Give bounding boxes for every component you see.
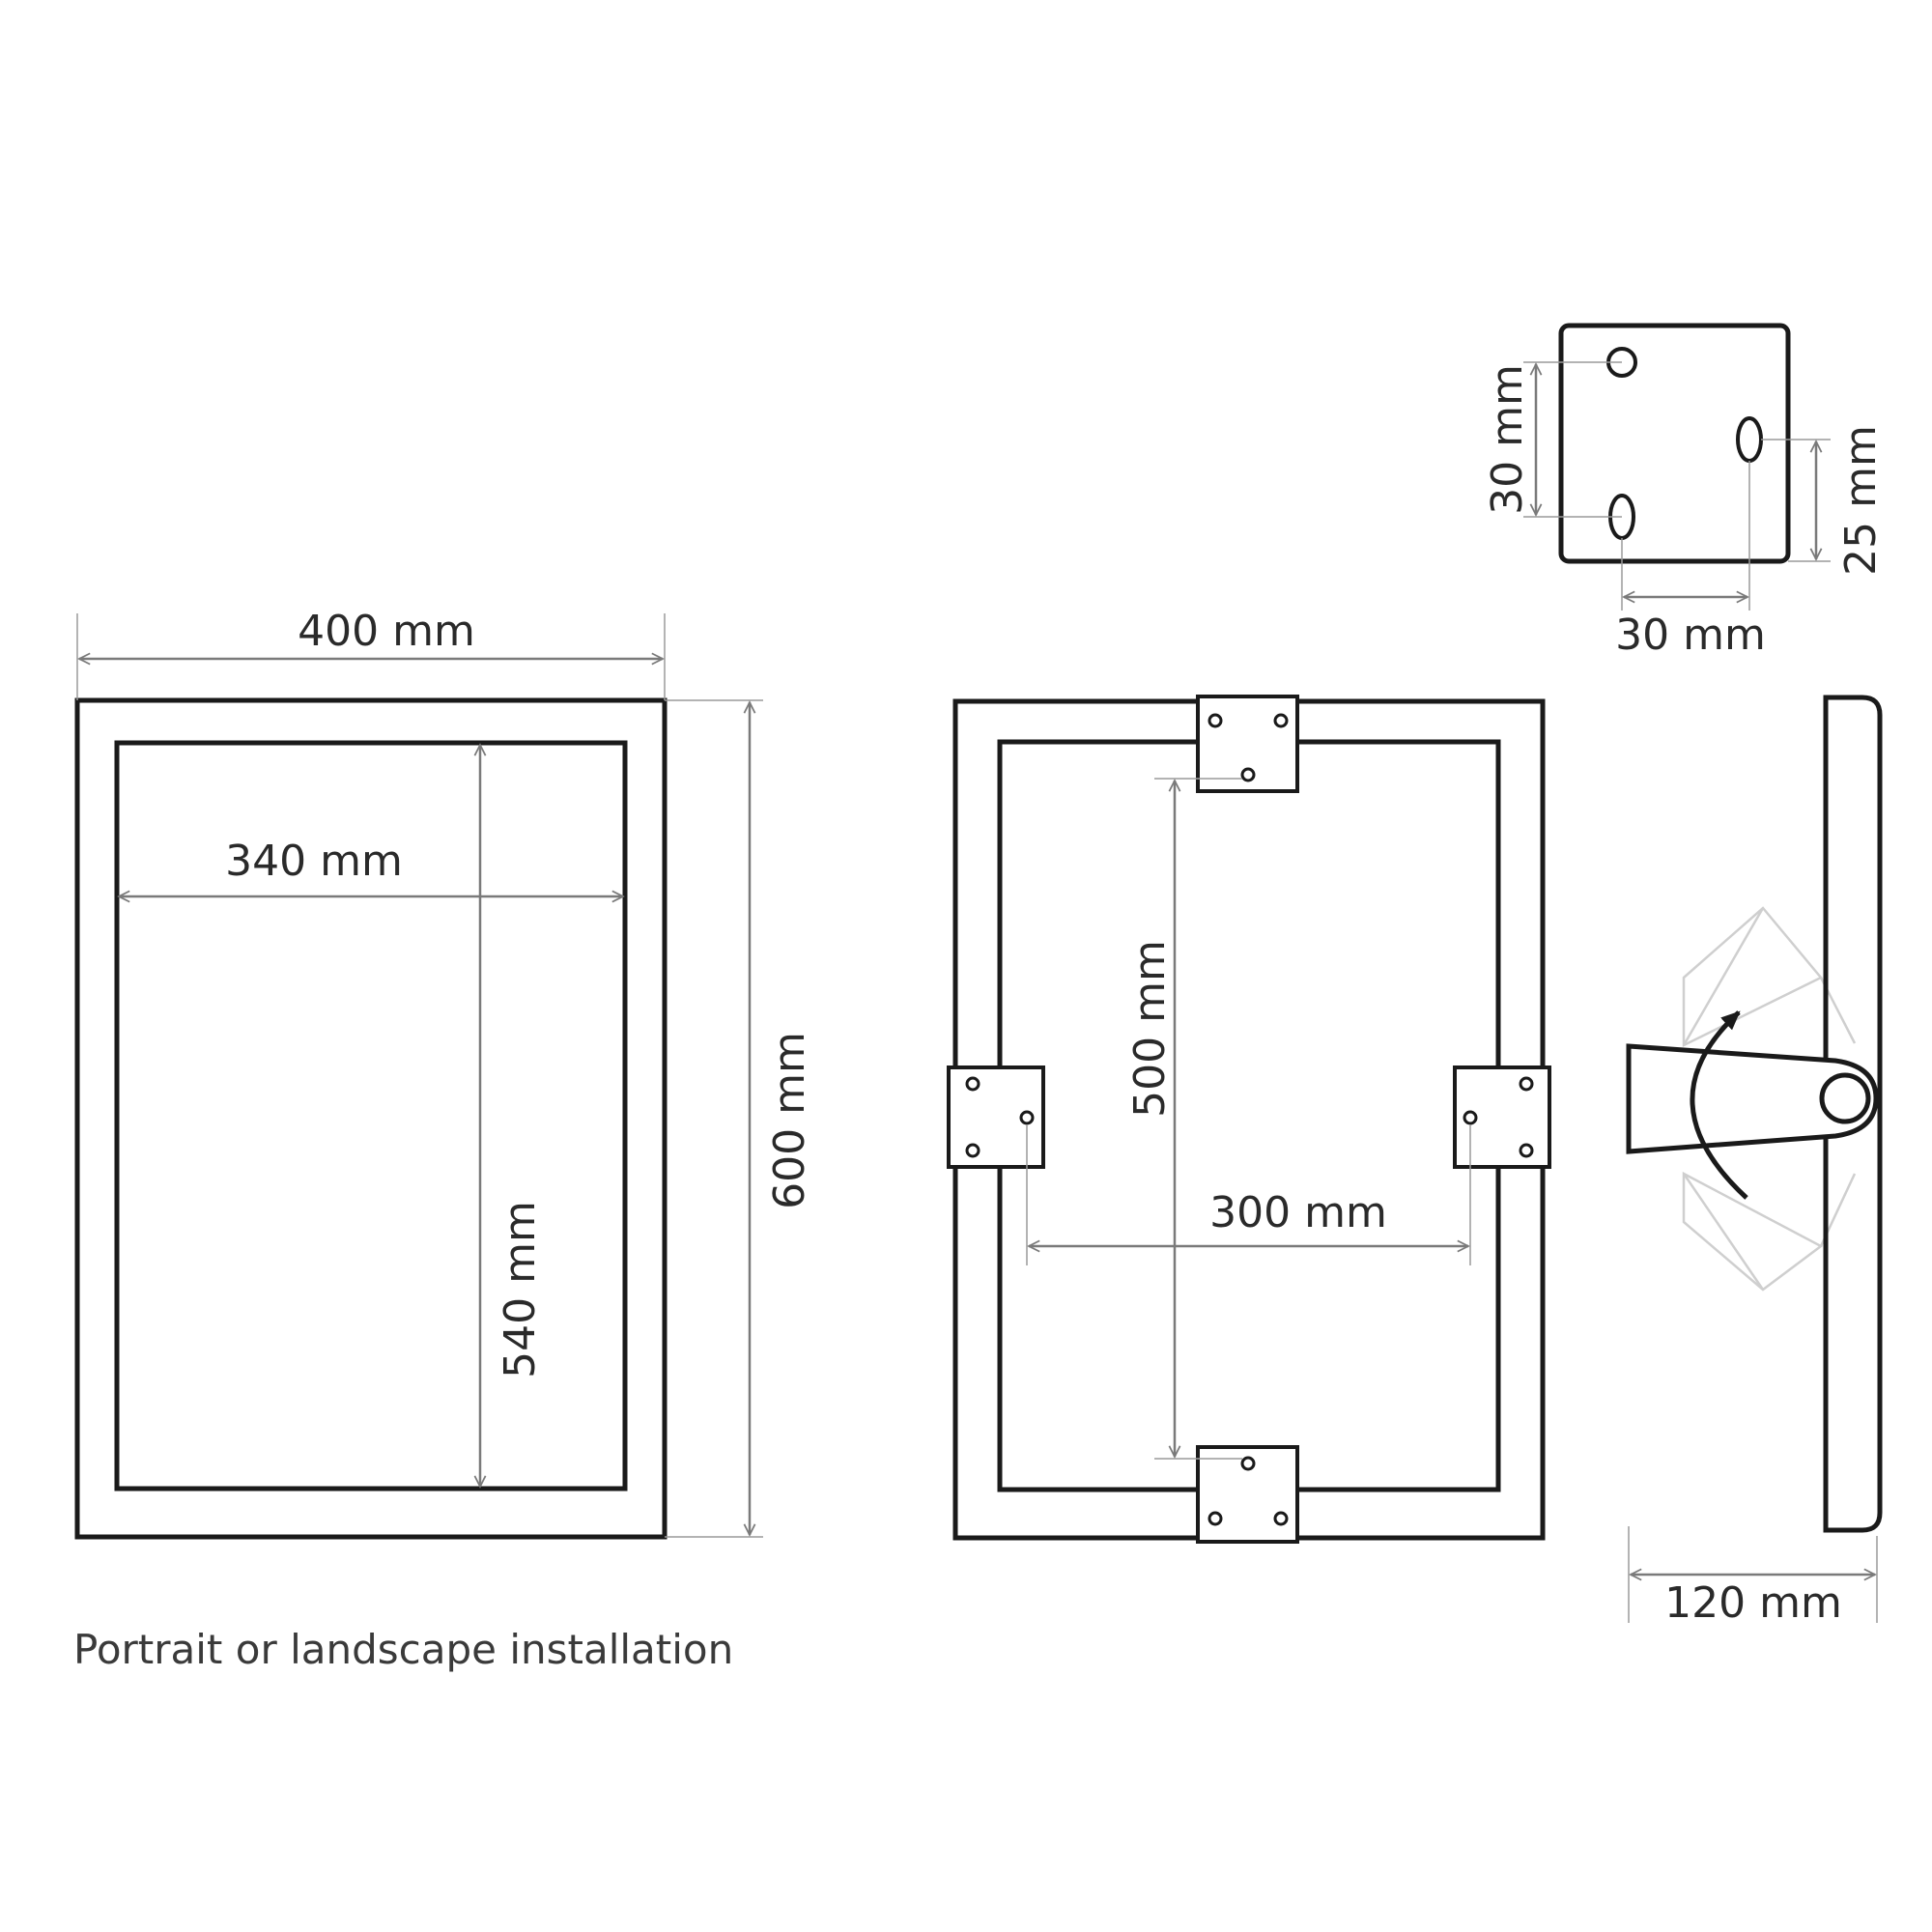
label-bracket-horizontal: 300 mm [1209, 1188, 1387, 1237]
mounting-arm [1626, 1043, 1879, 1154]
label-hole-horizontal: 30 mm [1615, 611, 1766, 660]
bracket-detail-plate [1558, 323, 1791, 564]
back-inner-frame [997, 739, 1501, 1492]
bracket-top [1196, 695, 1299, 793]
bracket-bottom [1196, 1445, 1299, 1544]
label-offset: 25 mm [1836, 425, 1886, 576]
bracket-left [947, 1065, 1045, 1169]
label-bracket-vertical: 500 mm [1125, 940, 1175, 1118]
label-outer-width: 400 mm [298, 607, 475, 656]
label-depth: 120 mm [1664, 1578, 1842, 1628]
bracket-right [1453, 1065, 1551, 1169]
detail-slot-right [1736, 416, 1763, 463]
label-outer-height: 600 mm [765, 1032, 814, 1209]
rotation-arrow-icon [1690, 1010, 1748, 1200]
label-hole-vertical: 30 mm [1483, 364, 1532, 515]
side-panel-profile [1823, 695, 1883, 1533]
back-view: 500 mm 300 mm [947, 695, 1551, 1544]
pivot-icon [1819, 1072, 1871, 1124]
side-view: 120 mm [1626, 695, 1883, 1628]
bracket-detail: 30 mm 25 mm 30 mm [1483, 323, 1886, 660]
front-inner-panel [114, 740, 628, 1492]
label-inner-height: 540 mm [496, 1201, 545, 1378]
installation-caption: Portrait or landscape installation [73, 1626, 733, 1673]
ghost-position-up-outline [1682, 907, 1857, 1046]
label-inner-width: 340 mm [225, 837, 403, 886]
front-outer-frame [74, 697, 668, 1540]
front-view: 400 mm 340 mm 540 mm 600 mm [74, 607, 814, 1540]
ghost-position-down-outline [1682, 1173, 1857, 1291]
